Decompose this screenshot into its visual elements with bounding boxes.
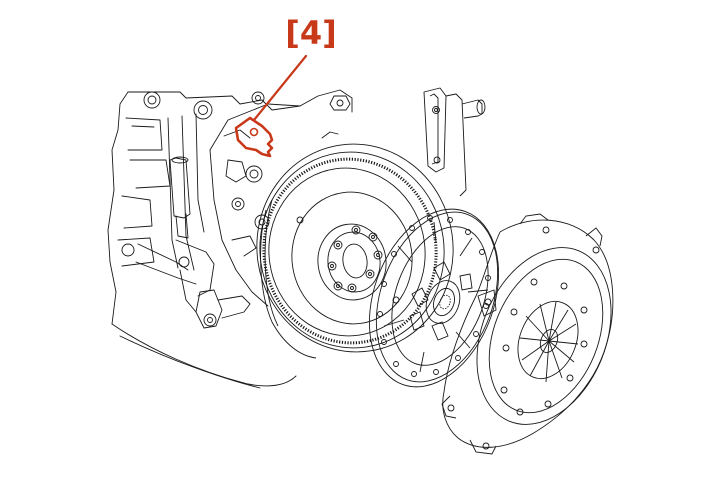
diaphragm-spring [517, 301, 579, 383]
callout-4: [4] [234, 14, 337, 158]
pressure-plate [441, 213, 614, 455]
flywheel-bolts [327, 225, 383, 293]
callout-highlighted-part [234, 116, 274, 158]
disc-rivets [377, 215, 491, 377]
flywheel [256, 143, 454, 359]
clutch-disc [368, 208, 500, 388]
engine-block [107, 89, 353, 389]
callout-label: [4] [285, 14, 337, 52]
rear-bracket [423, 87, 486, 197]
damper-springs [409, 261, 473, 341]
callout-leader-line [252, 54, 308, 122]
